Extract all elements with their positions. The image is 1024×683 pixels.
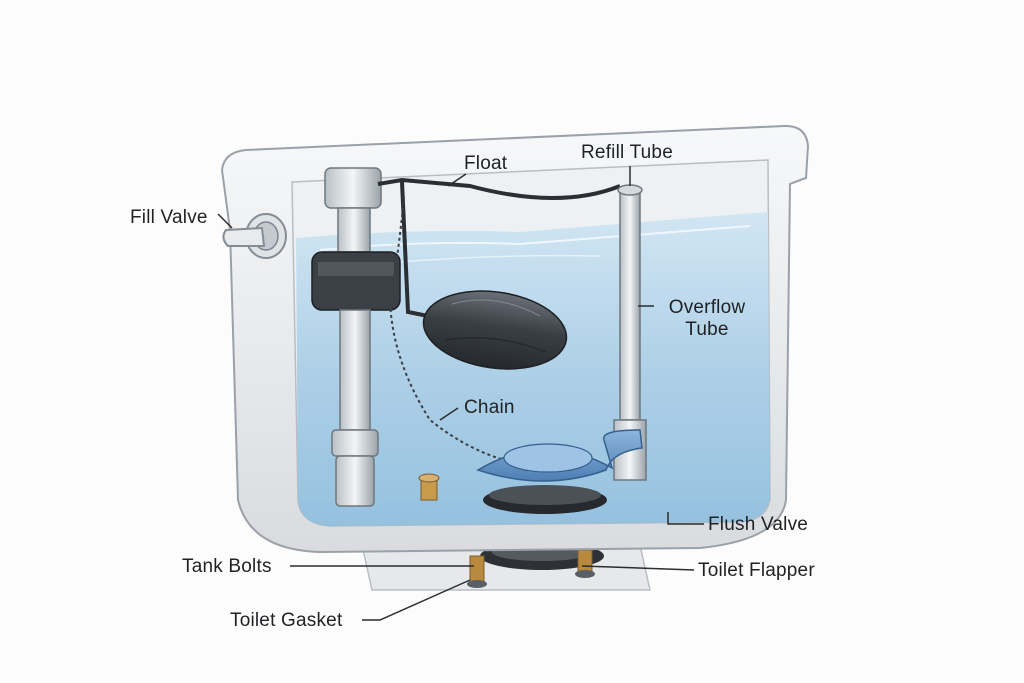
toilet-flapper-label: Toilet Flapper [698,560,815,581]
flush-valve-label: Flush Valve [708,514,809,535]
flush-valve-leader [667,512,704,525]
brass-nut [418,473,440,501]
refill-tube-label: Refill Tube [581,142,673,163]
toilet-flapper [476,429,643,482]
fill-valve-label: Fill Valve [130,207,208,228]
tank-bolt-left [467,555,487,588]
toilet-gasket-leader [362,579,471,621]
flapper-chain [388,195,513,463]
tank-bolts-label: Tank Bolts [182,556,272,577]
fill-valve-leader [217,213,233,229]
overflow-tube-label-line1: Overflow [668,297,746,318]
tank-bolt-right [575,549,595,578]
fill-valve [311,167,401,507]
float-leader [447,173,467,187]
chain-label: Chain [464,397,515,418]
toilet-flapper-leader [581,565,695,571]
float-label: Float [464,153,508,174]
overflow-tube-label-line2: Tube [685,319,729,340]
float-assembly [377,177,621,370]
chain-leader [439,407,459,421]
flush-handle [222,213,287,259]
toilet-gasket-label: Toilet Gasket [230,610,343,631]
flush-valve [483,485,607,514]
tank-water [296,212,770,526]
